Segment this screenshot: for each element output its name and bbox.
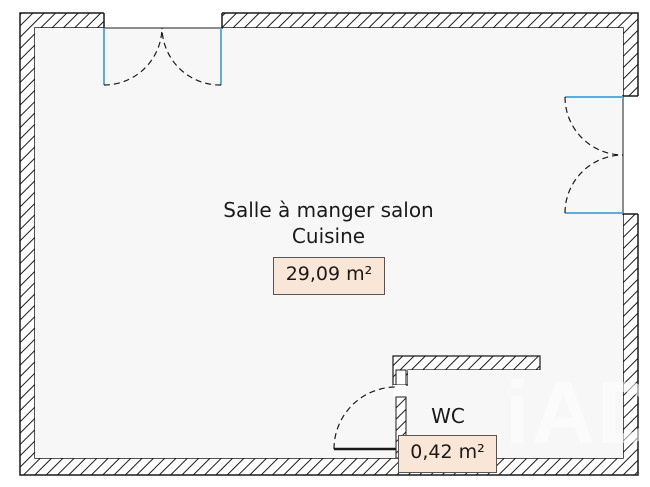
wc-door bbox=[333, 386, 397, 451]
room-name-main-line2: Cuisine bbox=[291, 224, 366, 248]
room-area-wc: 0,42 m² bbox=[398, 435, 497, 473]
room-name-wc: WC bbox=[431, 404, 465, 428]
window-icon bbox=[564, 96, 624, 156]
room-name-main-line1: Salle à manger salon bbox=[223, 198, 434, 222]
door-swing-icon bbox=[333, 386, 397, 450]
watermark-logo: iAD bbox=[505, 363, 650, 462]
door-swing-icon bbox=[103, 27, 163, 86]
room-area-main: 29,09 m² bbox=[273, 257, 385, 295]
right-double-door bbox=[564, 95, 639, 215]
top-double-door bbox=[103, 12, 223, 86]
